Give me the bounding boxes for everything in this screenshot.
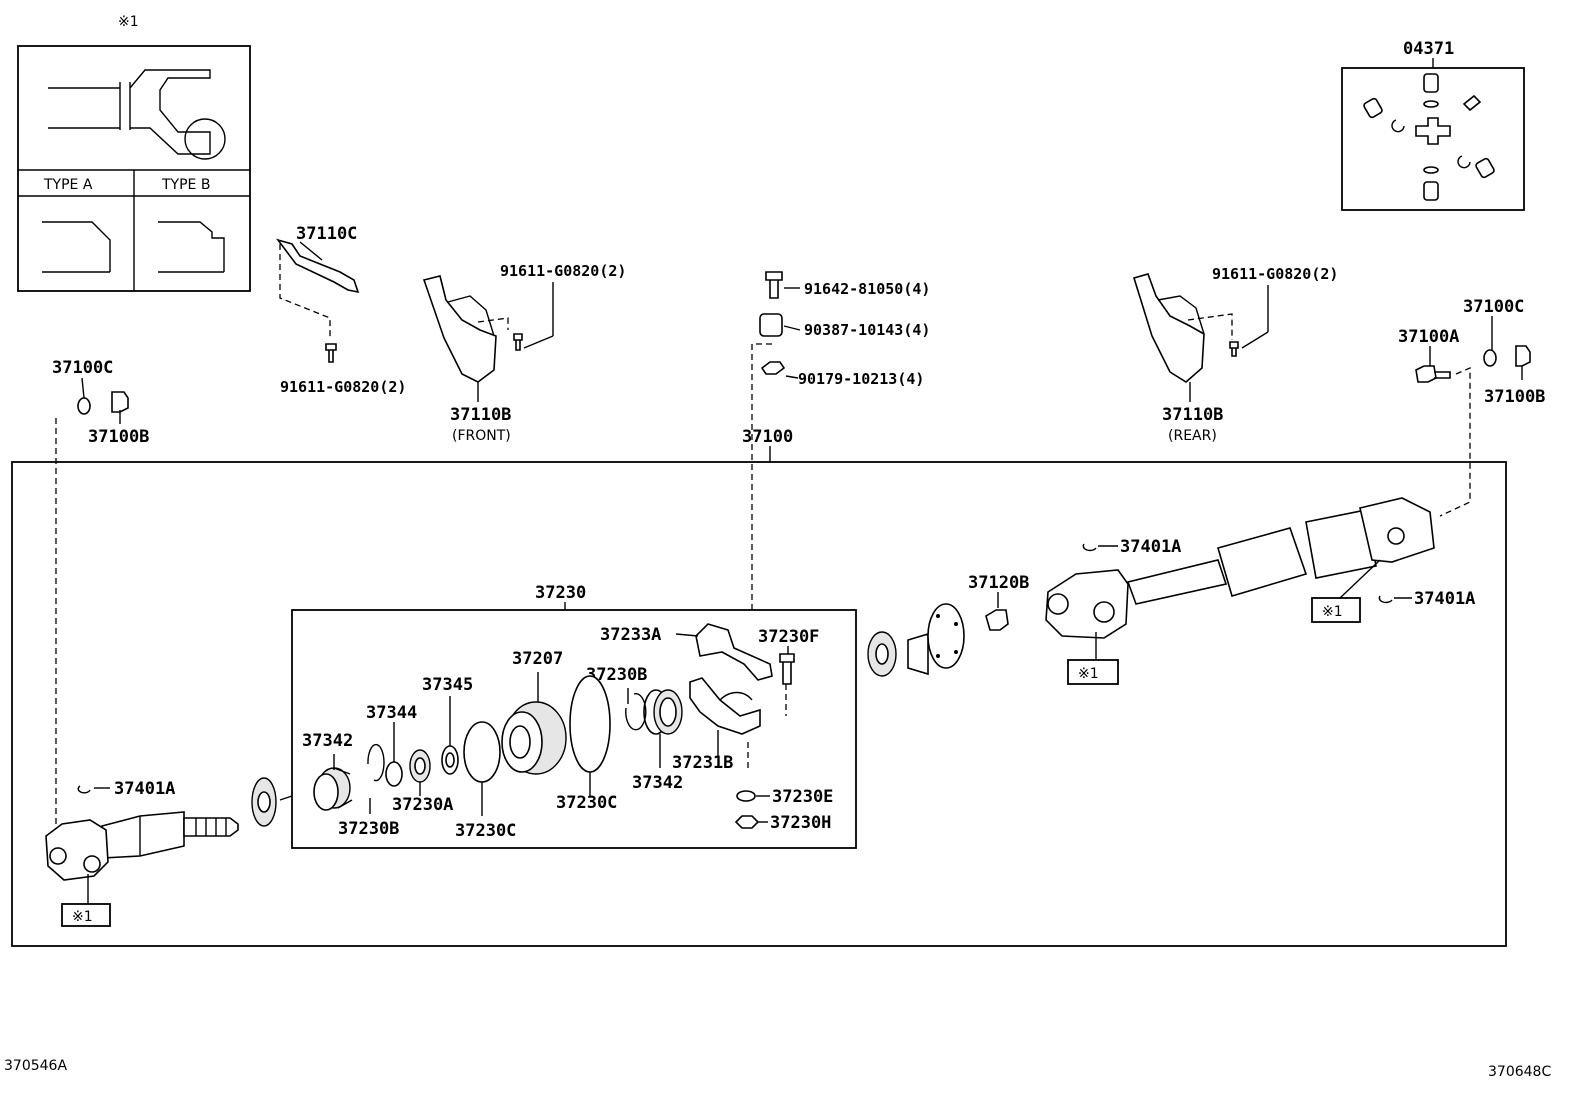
svg-text:91611-G0820(2): 91611-G0820(2): [280, 378, 406, 396]
spider-cross-icon: [1363, 73, 1495, 201]
svg-text:37230B: 37230B: [586, 665, 647, 685]
right-nut-group: 37100C 37100A 37100B: [1398, 297, 1545, 517]
svg-text:37342: 37342: [632, 773, 683, 793]
dust-seal: [251, 777, 293, 827]
svg-text:37230H: 37230H: [770, 813, 831, 833]
svg-text:37100C: 37100C: [1463, 297, 1524, 317]
svg-text:37100B: 37100B: [88, 427, 149, 447]
type-a-label: TYPE A: [43, 177, 93, 193]
svg-text:91642-81050(4): 91642-81050(4): [804, 280, 930, 298]
footer-right-code: 370648C: [1488, 1064, 1551, 1080]
svg-text:37230F: 37230F: [758, 627, 819, 647]
strap-37110b-front: 91611-G0820(2) 37110B (FRONT): [422, 262, 626, 444]
strap-37110b-rear: 91611-G0820(2) 37110B (REAR): [1132, 265, 1338, 444]
svg-text:37100: 37100: [742, 427, 793, 447]
svg-text:37207: 37207: [512, 649, 563, 669]
svg-text:※1: ※1: [1322, 604, 1343, 620]
svg-text:37342: 37342: [302, 731, 353, 751]
universal-joint-kit: 04371: [1341, 39, 1525, 211]
center-flange: 37120B: [867, 573, 1029, 677]
svg-text:(REAR): (REAR): [1168, 428, 1217, 444]
svg-text:37110B: 37110B: [1162, 405, 1223, 425]
svg-text:91611-G0820(2): 91611-G0820(2): [1212, 265, 1338, 283]
type-b-label: TYPE B: [161, 177, 210, 193]
svg-text:(FRONT): (FRONT): [452, 428, 511, 444]
svg-text:90179-10213(4): 90179-10213(4): [798, 370, 924, 388]
assembly-frame: [11, 461, 1507, 947]
svg-text:37230: 37230: [535, 583, 586, 603]
svg-text:37344: 37344: [366, 703, 417, 723]
detail-ref-mark: ※1: [118, 14, 139, 30]
rear-propeller-shaft: 37401A 37401A ※1 ※1: [1045, 497, 1475, 685]
center-bolt-stack: 91642-81050(4) 90387-10143(4) 90179-1021…: [742, 271, 930, 610]
svg-text:37230C: 37230C: [455, 821, 516, 841]
footer-left-code: 370546A: [4, 1058, 67, 1074]
svg-text:37401A: 37401A: [1120, 537, 1181, 557]
svg-text:37120B: 37120B: [968, 573, 1029, 593]
svg-text:37100A: 37100A: [1398, 327, 1459, 347]
left-nut-group: 37100C 37100B: [52, 358, 149, 830]
svg-text:※1: ※1: [72, 909, 93, 925]
svg-text:37401A: 37401A: [114, 779, 175, 799]
svg-text:37401A: 37401A: [1414, 589, 1475, 609]
kit-code: 04371: [1403, 39, 1454, 59]
svg-text:37230E: 37230E: [772, 787, 833, 807]
svg-text:37100B: 37100B: [1484, 387, 1545, 407]
center-bearing-subassembly: 37230 37233A 37230F 37231B 37230E 37230H…: [291, 583, 857, 849]
svg-text:37345: 37345: [422, 675, 473, 695]
bracket-37110c: 37110C 91611-G0820(2): [275, 224, 406, 396]
svg-text:37100C: 37100C: [52, 358, 113, 378]
svg-text:37230C: 37230C: [556, 793, 617, 813]
svg-text:37233A: 37233A: [600, 625, 661, 645]
svg-text:37230B: 37230B: [338, 819, 399, 839]
front-propeller-shaft: 37401A ※1: [45, 779, 239, 927]
svg-text:37110B: 37110B: [450, 405, 511, 425]
svg-text:37231B: 37231B: [672, 753, 733, 773]
svg-text:37230A: 37230A: [392, 795, 453, 815]
svg-text:91611-G0820(2): 91611-G0820(2): [500, 262, 626, 280]
svg-text:37110C: 37110C: [296, 224, 357, 244]
svg-text:※1: ※1: [1078, 666, 1099, 682]
svg-text:90387-10143(4): 90387-10143(4): [804, 321, 930, 339]
detail-reference-box: ※1 TYPE A TYPE B: [17, 14, 251, 292]
